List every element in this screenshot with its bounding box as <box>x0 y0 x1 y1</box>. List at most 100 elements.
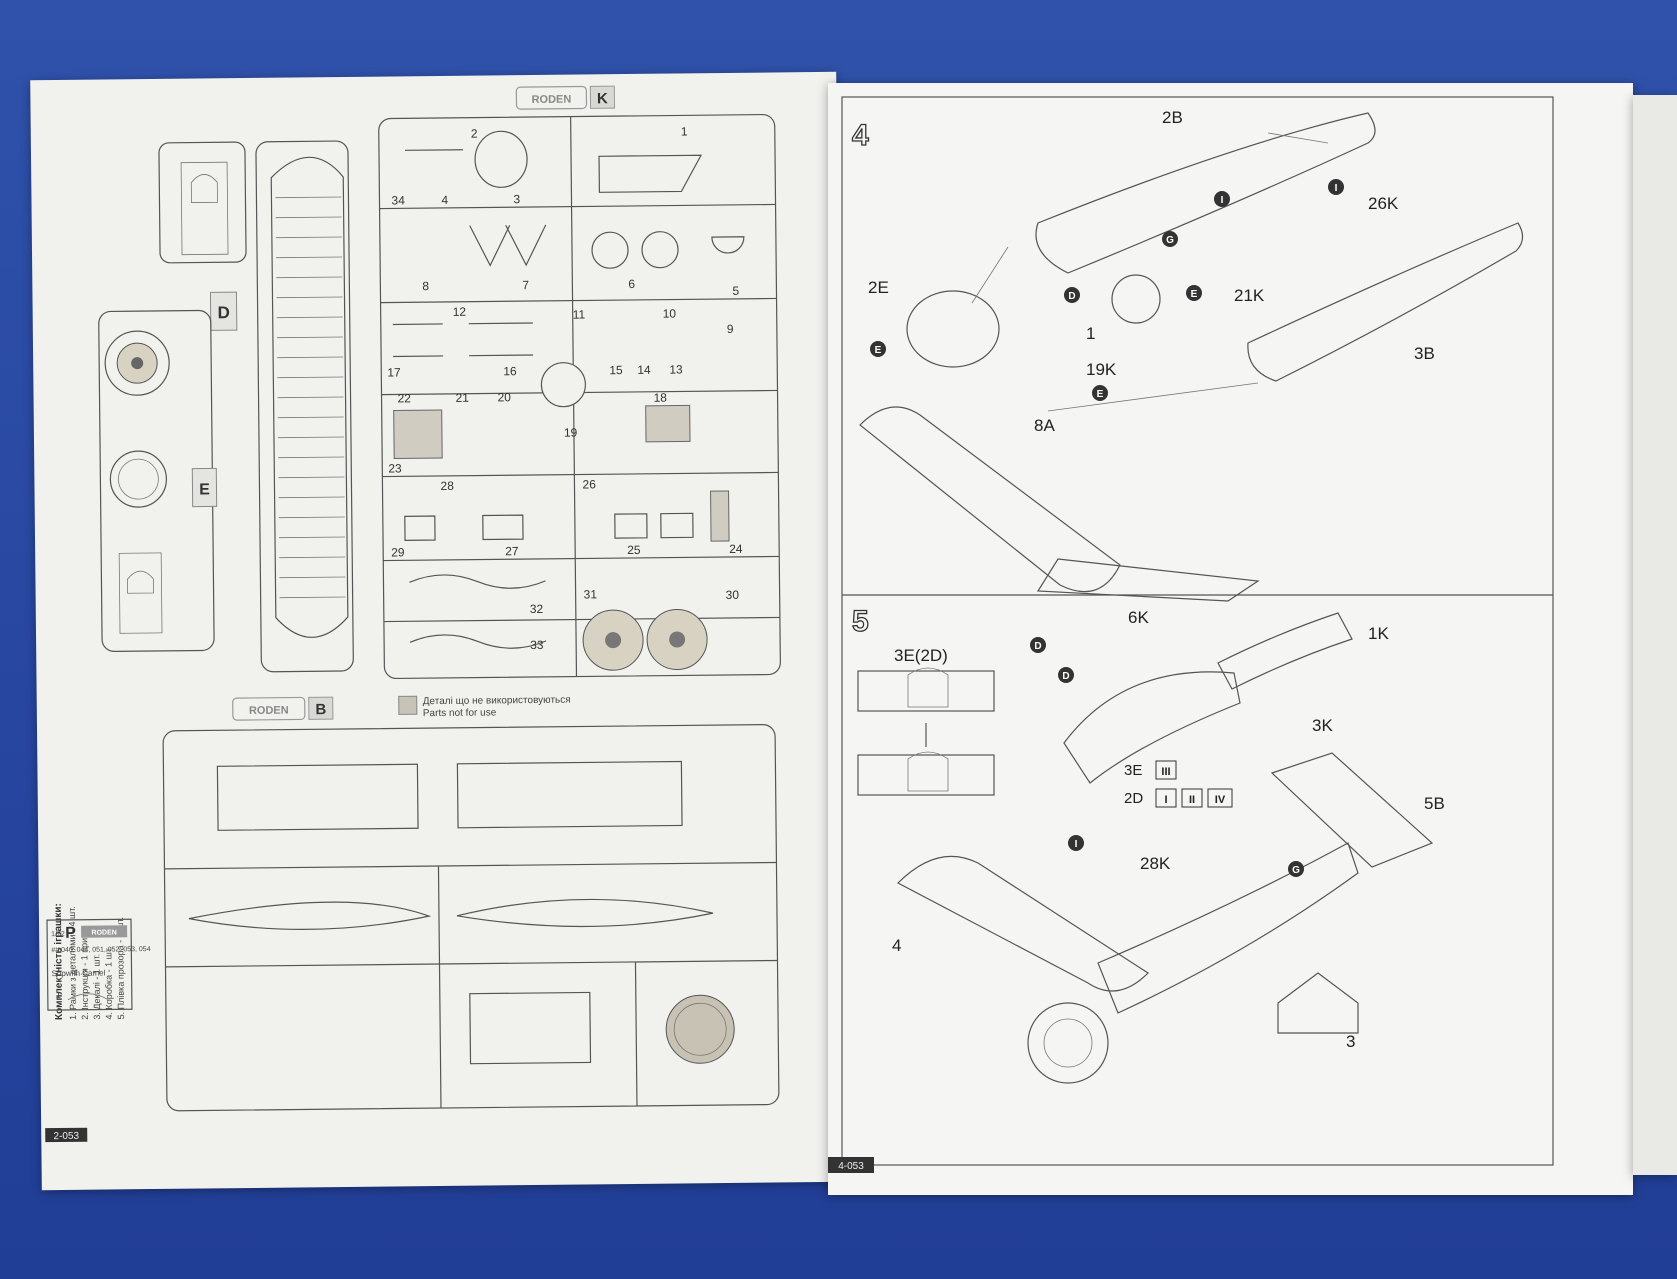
sprue-drawing: RODEN K D <box>45 85 781 1143</box>
part-number: 30 <box>726 588 740 602</box>
part-number: 22 <box>397 391 411 405</box>
parts-not-for-use-legend: Деталі що не використовуються Parts not … <box>398 695 571 719</box>
sprue-e-frame: E <box>98 309 218 653</box>
part-number: 12 <box>453 305 467 319</box>
step-5-label: 1K <box>1368 624 1389 643</box>
roman-3e-label: 3E <box>1124 762 1142 779</box>
sprue-d-frame: D <box>158 140 354 673</box>
part-number: 6 <box>628 277 635 291</box>
step-5-label: 6K <box>1128 608 1149 627</box>
clear-part-model: Sopwith Camel <box>52 969 106 979</box>
step-4-marker: E <box>875 345 882 356</box>
sprue-k-letter: K <box>597 90 608 107</box>
page-number-right: 4-053 <box>828 1157 874 1173</box>
roman-box: I <box>1164 794 1167 806</box>
part-number: 13 <box>669 362 683 376</box>
legend-line-2: Parts not for use <box>423 707 497 719</box>
roman-2d-label: 2D <box>1124 790 1143 807</box>
step-5-number: 5 <box>852 605 869 638</box>
kit-contents-list: Комплектність іграшки: 1. Рамки з деталя… <box>53 903 126 1020</box>
part-number: 31 <box>584 587 598 601</box>
step-5-label: 3K <box>1312 716 1333 735</box>
kit-contents-item: 3. Декалі - 1 шт. <box>91 954 102 1020</box>
step-5-label: 5B <box>1424 794 1445 813</box>
part-number: 1 <box>681 124 688 138</box>
step-5-label: 28K <box>1140 854 1171 873</box>
kit-contents-item: 2. Інструкція - 1 прим. <box>79 929 90 1020</box>
step-4-label: 26K <box>1368 194 1399 213</box>
clear-part-brand: RODEN <box>91 929 116 936</box>
part-number: 23 <box>388 461 402 475</box>
step-4-label: 1 <box>1086 324 1095 343</box>
sprue-b-header: RODEN B <box>232 696 334 721</box>
step-4-marker: I <box>1335 183 1338 194</box>
step-4-marker: E <box>1097 389 1104 400</box>
step-5-marker: D <box>1062 671 1069 682</box>
roman-box: IV <box>1215 794 1226 806</box>
part-number: 14 <box>637 363 651 377</box>
legend-line-1: Деталі що не використовуються <box>423 695 571 708</box>
part-number: 34 <box>391 193 405 207</box>
part-number: 16 <box>503 364 517 378</box>
part-number: 17 <box>387 365 401 379</box>
sprue-k-brand: RODEN <box>532 94 572 106</box>
clear-part-block: 1/72 P RODEN ## 040, 044, 051, 052, 053,… <box>46 918 151 1011</box>
part-number: 26 <box>582 477 596 491</box>
step-5-marker: G <box>1292 865 1300 876</box>
part-number: 27 <box>505 544 519 558</box>
part-number: 7 <box>522 278 529 292</box>
sprue-k-frame: 2 1 3 4 34 5 6 7 8 9 10 11 12 13 14 15 1… <box>378 113 781 680</box>
part-number: 10 <box>663 306 677 320</box>
page-number-text: 4-053 <box>838 1161 864 1172</box>
step-4-label: 19K <box>1086 360 1117 379</box>
next-page-edge <box>1633 95 1677 1175</box>
step-5: 5 6K 1K 3E(2D) 3K 5B 28K 4 3 D D I G 3E … <box>851 604 1445 1084</box>
part-number: 9 <box>727 322 734 336</box>
part-number: 25 <box>627 543 641 557</box>
part-number: 3 <box>513 192 520 206</box>
step-4-label: 3B <box>1414 344 1435 363</box>
sprue-d-letter: D <box>217 303 229 322</box>
roman-box: II <box>1189 794 1195 806</box>
sprue-b-brand: RODEN <box>249 705 289 717</box>
step-4-marker: G <box>1166 235 1174 246</box>
step-4-number: 4 <box>852 119 869 152</box>
part-number: 20 <box>497 390 511 404</box>
step-5-label: 3E(2D) <box>894 646 948 665</box>
sprue-b-letter: B <box>315 701 326 718</box>
step-4-label: 2B <box>1162 108 1183 127</box>
roman-box: III <box>1161 766 1170 778</box>
part-number: 24 <box>729 542 743 556</box>
part-number: 2 <box>471 127 478 141</box>
step-4-marker: I <box>1221 195 1224 206</box>
kit-contents-item: 1. Рамки з деталями - 4 шт. <box>67 906 78 1020</box>
part-number: 28 <box>440 479 454 493</box>
step-4-label: 2E <box>868 278 889 297</box>
part-number: 4 <box>441 193 448 207</box>
step-5-label: 3 <box>1346 1032 1355 1051</box>
clear-part-number: 1 <box>56 990 61 1000</box>
step-5-marker: I <box>1075 839 1078 850</box>
right-page-assembly-steps: 4 2B 26K 2E 21K 1 3B 19K 8A I I G D E E … <box>828 83 1633 1195</box>
part-number: 32 <box>530 602 544 616</box>
part-number: 5 <box>732 284 739 298</box>
part-number: 21 <box>455 391 469 405</box>
assembly-drawing: 4 2B 26K 2E 21K 1 3B 19K 8A I I G D E E … <box>828 96 1554 1173</box>
part-number: 11 <box>573 307 586 321</box>
part-number: 29 <box>391 545 405 559</box>
left-page-sprue-diagram: RODEN K D <box>30 71 848 1191</box>
part-number: 18 <box>653 391 667 405</box>
clear-part-scale: 1/72 <box>51 931 65 938</box>
kit-contents-title: Комплектність іграшки: <box>53 903 65 1020</box>
sprue-k-header: RODEN K <box>515 85 616 110</box>
sprue-e-letter: E <box>199 481 210 498</box>
step-4: 4 2B 26K 2E 21K 1 3B 19K 8A I I G D E E … <box>851 108 1524 602</box>
step-4-label: 21K <box>1234 286 1265 305</box>
part-number: 15 <box>609 363 623 377</box>
part-number: 19 <box>564 426 578 440</box>
kit-contents-item: 4. Коробка - 1 шт. <box>103 947 114 1020</box>
step-4-marker: E <box>1191 289 1198 300</box>
kit-contents-item: 5. Плівка прозора - 1 шт. <box>115 917 126 1019</box>
step-4-label: 8A <box>1034 416 1055 435</box>
step-5-marker: D <box>1034 641 1041 652</box>
